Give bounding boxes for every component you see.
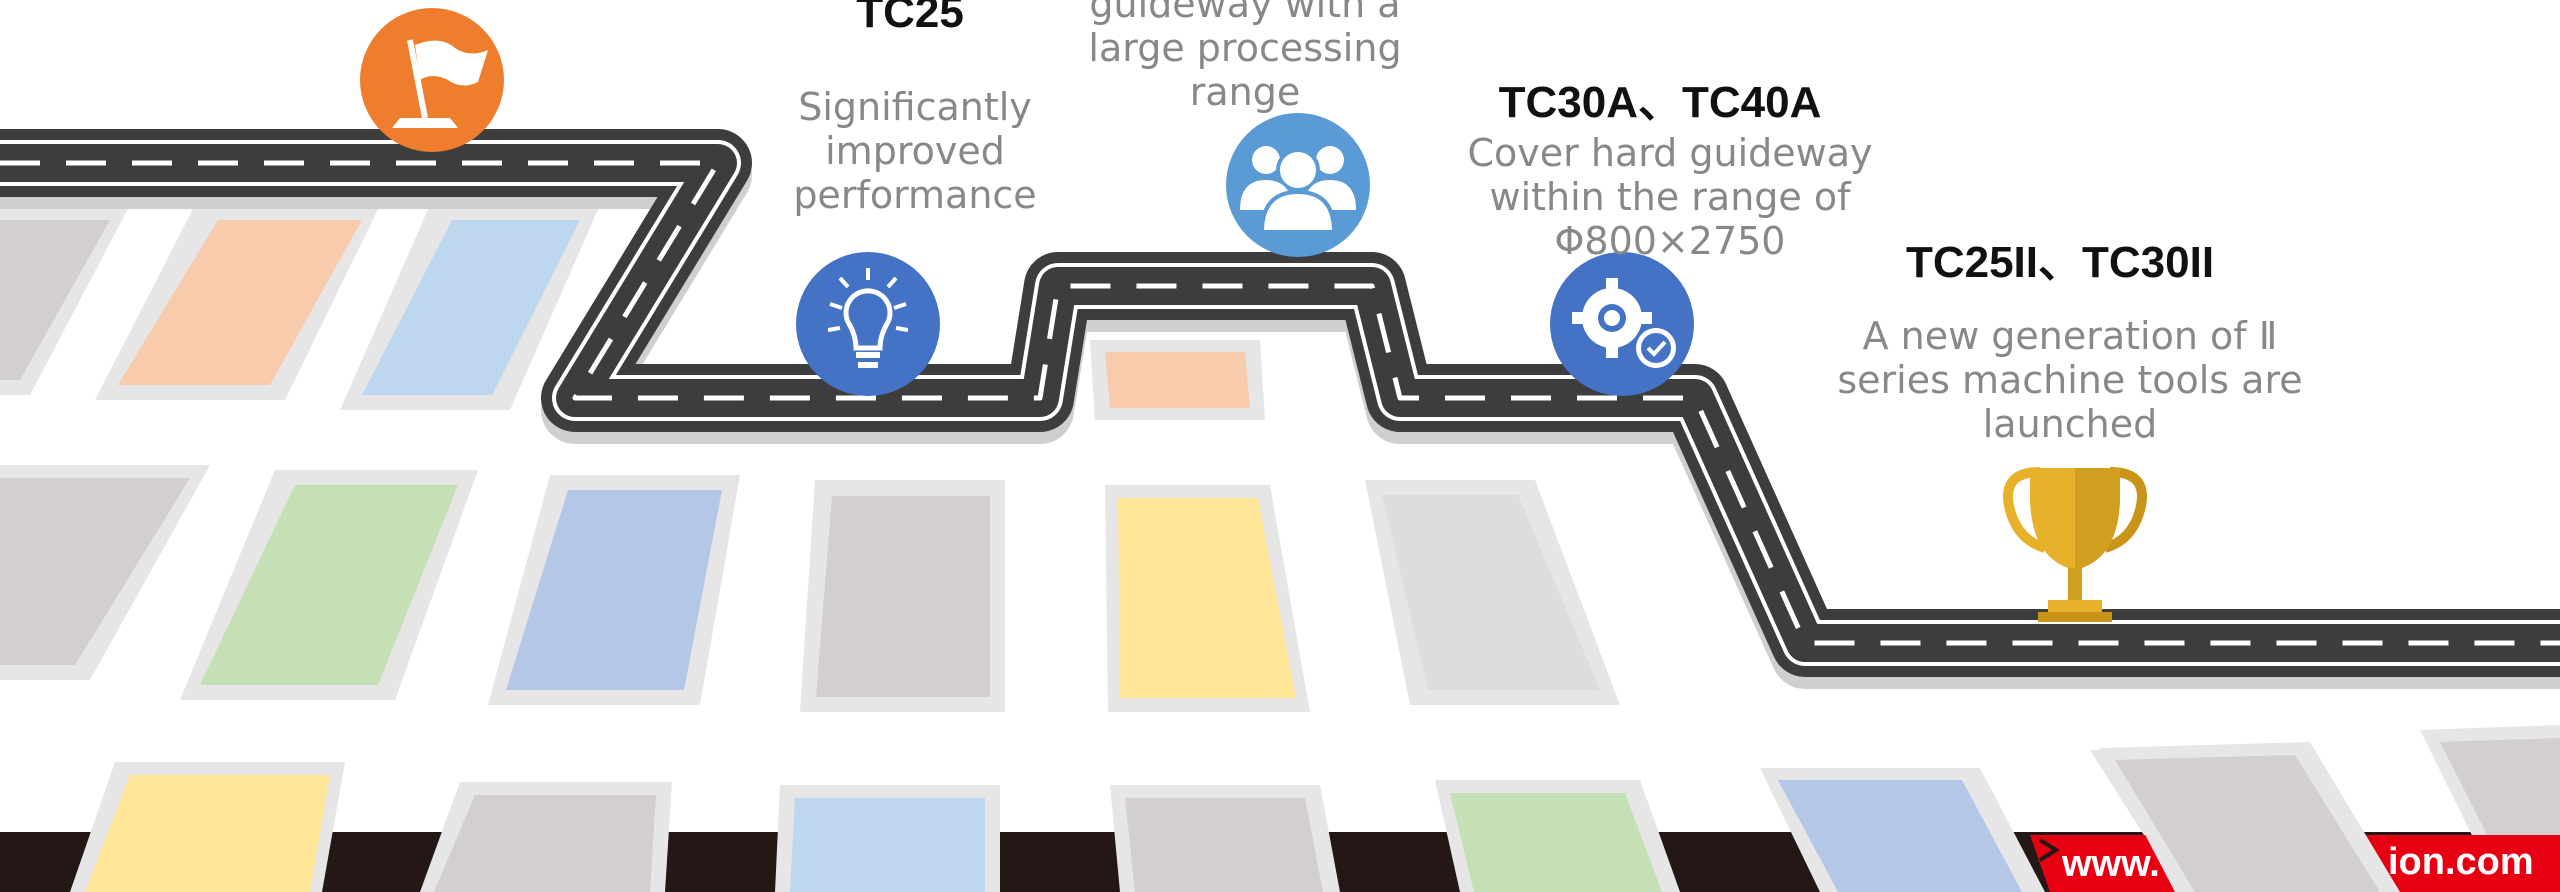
footer-url-right: ion.com (2388, 841, 2534, 883)
trophy-icon (2003, 467, 2147, 622)
milestone-desc-guideway: guideway with a large processing range (1088, 0, 1402, 114)
road (0, 129, 2560, 689)
tile-foreground (2100, 742, 2400, 892)
milestone-title-tc30a: TC30A、TC40A (1498, 78, 1822, 127)
milestone-title-tc25: TC25 (856, 0, 964, 37)
team-icon (1226, 113, 1370, 257)
footer-url-left: www. (2062, 843, 2160, 885)
milestone-title-tc25ii: TC25II、TC30II (1905, 238, 2215, 287)
milestone-desc-performance: Significantly improved performance (793, 85, 1037, 217)
lightbulb-icon (796, 252, 940, 396)
milestone-desc-new-generation: A new generation of Ⅱ series machine too… (1837, 314, 2303, 446)
milestone-desc-hard-guideway: Cover hard guideway within the range of … (1467, 131, 1873, 263)
gear-check-icon (1550, 252, 1694, 396)
tile-row-middle (0, 465, 1620, 712)
flag-icon (360, 8, 504, 152)
tile-row-top (0, 205, 1265, 420)
